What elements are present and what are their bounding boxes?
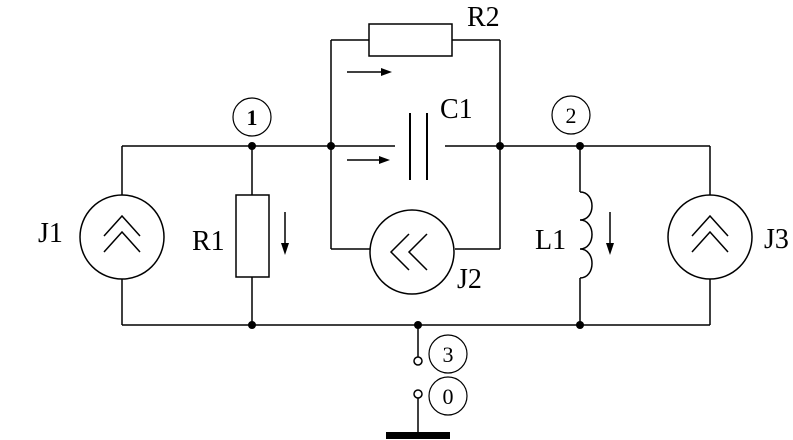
node-markers <box>232 95 591 416</box>
terminals <box>413 356 423 399</box>
resistor-r1 <box>235 194 270 278</box>
arrow-c1-right <box>347 156 390 164</box>
resistor-r2 <box>368 23 453 57</box>
node-3-circle <box>428 334 468 374</box>
current-source-j1 <box>79 194 165 280</box>
label-j3: J3 <box>764 224 789 255</box>
arrow-l1-down <box>606 212 614 255</box>
ground-bar <box>386 432 450 439</box>
label-j1: J1 <box>38 218 63 249</box>
node-label-1: 1 <box>247 105 258 130</box>
wires <box>121 39 711 432</box>
node-label-2: 2 <box>566 103 577 128</box>
junction-dots <box>248 142 584 329</box>
node-label-3: 3 <box>443 342 454 367</box>
current-arrows <box>281 68 614 255</box>
label-c1: C1 <box>440 94 473 125</box>
arrow-r2-right <box>347 68 392 76</box>
current-source-j3 <box>667 194 753 280</box>
inductor-l1 <box>579 191 593 279</box>
label-j2: J2 <box>457 264 482 295</box>
current-source-j2 <box>369 209 455 295</box>
label-r2: R2 <box>467 2 500 33</box>
node-2-circle <box>551 95 591 135</box>
node-1-circle <box>232 97 272 137</box>
arrow-r1-down <box>281 212 289 255</box>
node-0-circle <box>428 376 468 416</box>
label-l1: L1 <box>535 225 566 256</box>
capacitor-c1 <box>395 113 445 180</box>
node-label-0: 0 <box>443 384 454 409</box>
label-r1: R1 <box>192 226 225 257</box>
